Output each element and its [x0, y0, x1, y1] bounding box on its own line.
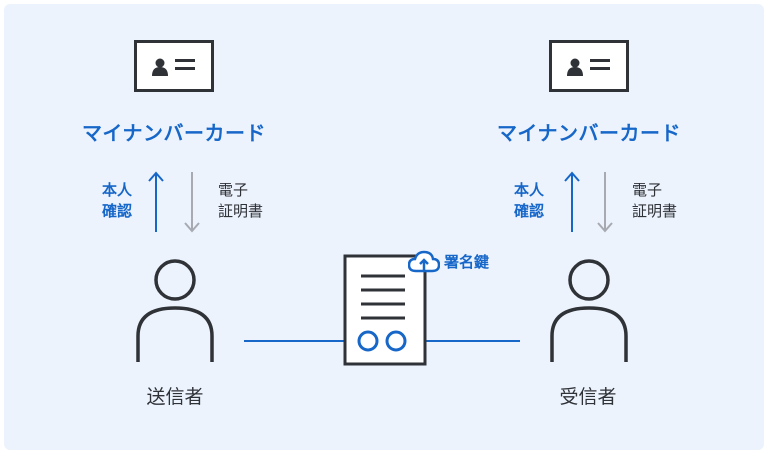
left-id-card-icon [134, 40, 214, 92]
left-card-title: マイナンバーカード [81, 121, 267, 145]
diagram-panel [4, 4, 764, 450]
left-down-arrow-icon [184, 172, 200, 233]
sender-person-icon [136, 259, 214, 362]
left-cert-label: 電子 証明書 [218, 181, 264, 220]
right-up-arrow-icon [564, 171, 580, 232]
left-auth-label: 本人 確認 [101, 181, 132, 220]
right-id-card-icon [549, 40, 629, 92]
cloud-key-icon [408, 250, 440, 273]
right-card-title: マイナンバーカード [496, 121, 682, 145]
right-cert-label: 電子 証明書 [632, 181, 678, 220]
card-person-icon [152, 58, 168, 76]
receiver-person-icon [550, 259, 628, 362]
left-up-arrow-icon [148, 171, 164, 232]
signing-key-label: 署名鍵 [444, 253, 490, 271]
receiver-label: 受信者 [559, 386, 617, 408]
right-down-arrow-icon [597, 172, 613, 233]
card-person-icon [567, 58, 583, 76]
right-auth-label: 本人 確認 [513, 181, 544, 220]
seal-circles-icon [357, 330, 407, 352]
sender-label: 送信者 [146, 386, 204, 408]
